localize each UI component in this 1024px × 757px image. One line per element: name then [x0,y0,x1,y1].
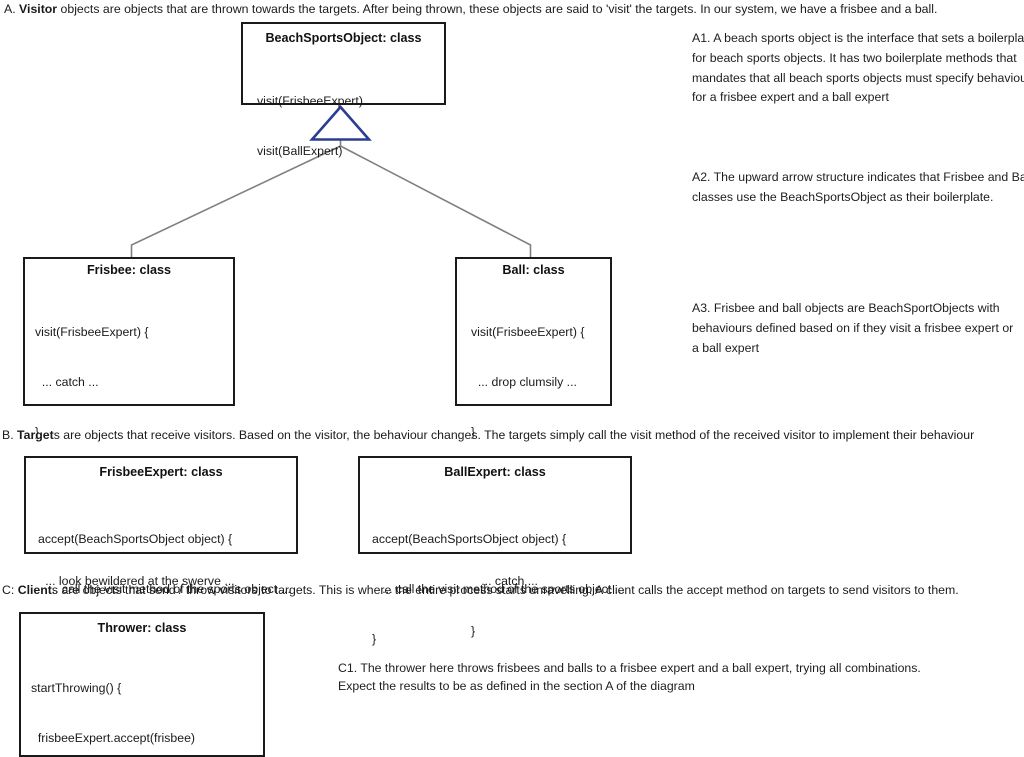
member-line: } [471,623,476,638]
class-box-beach-sports-object[interactable]: BeachSportsObject: class visit(FrisbeeEx… [241,22,446,158]
member-line: accept(BeachSportsObject object) { [372,532,567,547]
class-members-frisbee-expert: accept(BeachSportsObject object) { ... c… [38,498,296,681]
section-b-prefix: B. [2,428,18,442]
section-b-text: s are objects that receive visitors. Bas… [53,428,975,442]
member-line: visit(FrisbeeExpert) { [35,325,149,340]
note-line: A2. The upward arrow structure indicates… [692,170,1024,184]
member-line: frisbeeExpert.accept(frisbee) [31,730,196,745]
note-line: behaviours defined based on if they visi… [692,320,1014,335]
class-box-frisbee-expert[interactable]: FrisbeeExpert: class accept(BeachSportsO… [24,456,298,646]
member-line: accept(BeachSportsObject object) { [38,532,233,547]
section-c-prefix: C: [2,583,18,597]
class-title-ball: Ball: class [502,263,565,277]
member-line: } [372,631,377,646]
note-line: for a frisbee expert and a ball expert [692,90,889,105]
note-line: mandates that all beach sports objects m… [692,70,1024,85]
class-members-beach-sports-object: visit(FrisbeeExpert) visit(BallExpert) [257,60,444,193]
class-box-ball-expert[interactable]: BallExpert: class accept(BeachSportsObje… [358,456,632,646]
member-line: } [35,424,40,439]
member-line: ... catch ... [471,574,538,589]
class-title-frisbee: Frisbee: class [86,263,171,277]
note-line: C1. The thrower here throws frisbees and… [338,661,921,675]
class-box-ball[interactable]: Ball: class visit(FrisbeeExpert) { ... d… [455,257,612,638]
note-line: classes use the BeachSportsObject as the… [692,189,994,204]
note-line: A1. A beach sports object is the interfa… [692,31,1024,45]
class-box-thrower[interactable]: Thrower: class startThrowing() { frisbee… [19,612,265,757]
note-line: a ball expert [692,340,759,355]
section-a-bold-term: Visitor [19,2,58,16]
section-b-caption: B. Targets are objects that receive visi… [2,428,974,443]
note-a1: A1. A beach sports object is the interfa… [692,29,1024,108]
member-line: ... call the visit method of the sports … [38,581,291,596]
note-c1: C1. The thrower here throws frisbees and… [338,659,938,695]
member-line: visit(FrisbeeExpert) { [471,325,585,340]
member-line: ... call the visit method of the sports … [372,581,625,596]
note-a3: A3. Frisbee and ball objects are BeachSp… [692,299,1024,358]
section-c-caption: C: Clients are objects that send / throw… [2,583,959,598]
section-a-text: objects are objects that are thrown towa… [57,2,938,16]
section-a-prefix: A. [4,2,20,16]
section-c-bold-term: Client [17,583,52,597]
member-line: startThrowing() { [31,681,122,696]
member-line: } [471,424,476,439]
section-c-text: s are objects that send / throw visitors… [51,583,959,597]
note-a2: A2. The upward arrow structure indicates… [692,168,1024,208]
note-line: for beach sports objects. It has two boi… [692,50,1017,65]
member-line: visit(BallExpert) [257,143,343,158]
member-line: visit(FrisbeeExpert) [257,94,363,109]
note-line: Expect the results to be as defined in t… [338,679,695,693]
class-title-frisbee-expert: FrisbeeExpert: class [99,465,223,479]
class-box-frisbee[interactable]: Frisbee: class visit(FrisbeeExpert) { ..… [23,257,235,638]
class-members-thrower: startThrowing() { frisbeeExpert.accept(f… [31,647,263,757]
member-line: ... look bewildered at the swerve ... [35,574,235,589]
member-line: ... catch ... [35,374,99,389]
section-a-caption: A. Visitor objects are objects that are … [4,2,937,17]
class-title-thrower: Thrower: class [97,621,187,635]
member-line: ... drop clumsily ... [471,374,577,389]
class-title-beach-sports-object: BeachSportsObject: class [265,31,422,45]
note-line: A3. Frisbee and ball objects are BeachSp… [692,301,1000,315]
class-title-ball-expert: BallExpert: class [444,465,546,479]
section-b-bold-term: Target [17,428,54,442]
class-members-ball-expert: accept(BeachSportsObject object) { ... c… [372,498,630,681]
